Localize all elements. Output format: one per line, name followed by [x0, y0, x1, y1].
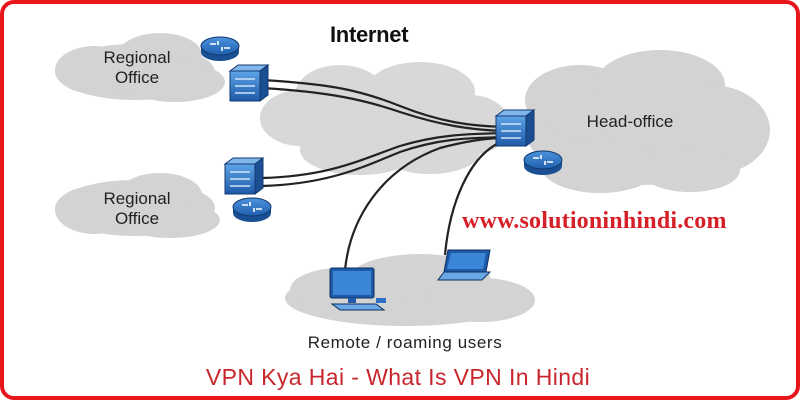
website-url: www.solutioninhindi.com [462, 208, 727, 234]
regional-office-label-line: Regional [103, 189, 171, 208]
vpn-gateway-icon [228, 64, 270, 102]
caption-title: VPN Kya Hai - What Is VPN In Hindi [205, 364, 591, 390]
desktop-computer-icon [329, 267, 386, 311]
router-icon [232, 197, 272, 222]
remote-users-cloud [285, 254, 535, 326]
remote-users-label: Remote / roaming users [307, 333, 503, 352]
head-office-cloud [525, 50, 770, 193]
vpn-gateway-icon [494, 109, 536, 147]
internet-label: Internet [330, 22, 409, 47]
regional-office-bottom-cloud [55, 173, 220, 238]
vpn-gateway-icon [223, 157, 265, 195]
head-office-label: Head-office [586, 112, 674, 131]
vpn-connection-lines [261, 78, 509, 271]
router-icon [523, 150, 563, 175]
regional-office-label: Regional Office [92, 48, 182, 88]
regional-office-top-cloud [55, 33, 225, 102]
regional-office-label-line: Regional [103, 48, 171, 67]
router-icon [200, 36, 240, 61]
laptop-icon [437, 249, 492, 281]
regional-office-label-line: Office [114, 209, 160, 228]
regional-office-label-line: Office [114, 68, 160, 87]
regional-office-label: Regional Office [92, 189, 182, 229]
